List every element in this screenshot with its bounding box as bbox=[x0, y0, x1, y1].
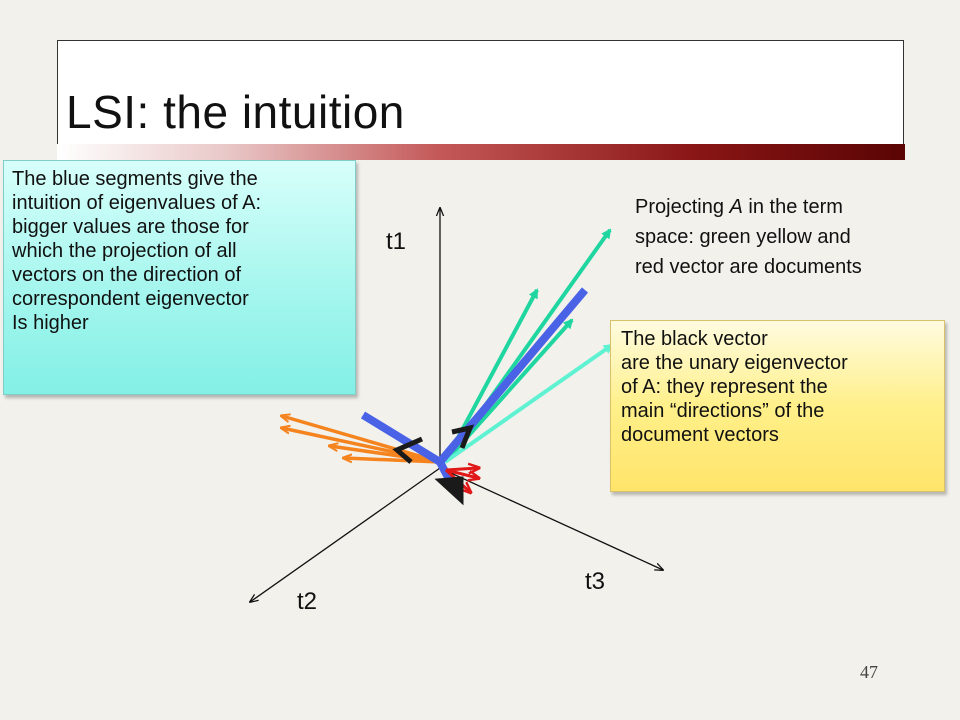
eigenvector-note: The black vector are the unary eigenvect… bbox=[610, 320, 945, 492]
note-line: intuition of eigenvalues of A: bbox=[12, 192, 262, 214]
note-line: vectors on the direction of bbox=[12, 264, 242, 286]
axis-t3 bbox=[439, 467, 663, 570]
red-document-vector bbox=[445, 468, 478, 470]
note-line: Projecting A in the term bbox=[635, 192, 955, 222]
slide-title: LSI: the intuition bbox=[66, 86, 405, 138]
blue-eigenvalue-segment bbox=[360, 411, 443, 466]
black-eigenvector-arrowhead bbox=[451, 424, 475, 449]
note-text: in the term bbox=[742, 196, 843, 218]
eigenvalue-note: The blue segments give the intuition of … bbox=[3, 160, 356, 395]
note-text: Projecting bbox=[635, 196, 730, 218]
black-eigenvector-arrowhead bbox=[392, 436, 424, 464]
note-line: Is higher bbox=[12, 312, 89, 334]
orange-document-vector bbox=[282, 428, 441, 464]
note-line: which the projection of all bbox=[12, 240, 237, 262]
note-line: red vector are documents bbox=[635, 256, 862, 278]
orange-document-vector bbox=[330, 446, 441, 464]
note-line: The black vector bbox=[621, 328, 768, 350]
note-line: are the unary eigenvector bbox=[621, 352, 848, 374]
black-eigenvector-arrowhead bbox=[434, 476, 464, 506]
blue-eigenvalue-segment bbox=[436, 287, 589, 465]
axis-t2 bbox=[250, 467, 441, 602]
title-accent-bar bbox=[57, 144, 905, 160]
note-line: of A: they represent the bbox=[621, 376, 828, 398]
page-number: 47 bbox=[860, 662, 878, 682]
note-line: space: green yellow and bbox=[635, 226, 851, 248]
note-line: The blue segments give the bbox=[12, 168, 258, 190]
title-box: LSI: the intuition bbox=[57, 40, 904, 144]
orange-document-vector bbox=[282, 416, 441, 464]
note-line: document vectors bbox=[621, 424, 779, 446]
orange-document-vector bbox=[344, 458, 441, 464]
note-line: correspondent eigenvector bbox=[12, 288, 249, 310]
axis-label-t1: t1 bbox=[386, 228, 407, 255]
matrix-variable: A bbox=[729, 196, 743, 218]
note-line: main “directions” of the bbox=[621, 400, 825, 422]
projection-note: Projecting A in the term space: green ye… bbox=[635, 192, 955, 282]
note-line: bigger values are those for bbox=[12, 216, 249, 238]
light-green-document-vector bbox=[443, 343, 614, 464]
red-document-vector bbox=[445, 468, 478, 478]
axis-label-t2: t2 bbox=[297, 588, 318, 615]
axis-label-t3: t3 bbox=[585, 568, 606, 595]
